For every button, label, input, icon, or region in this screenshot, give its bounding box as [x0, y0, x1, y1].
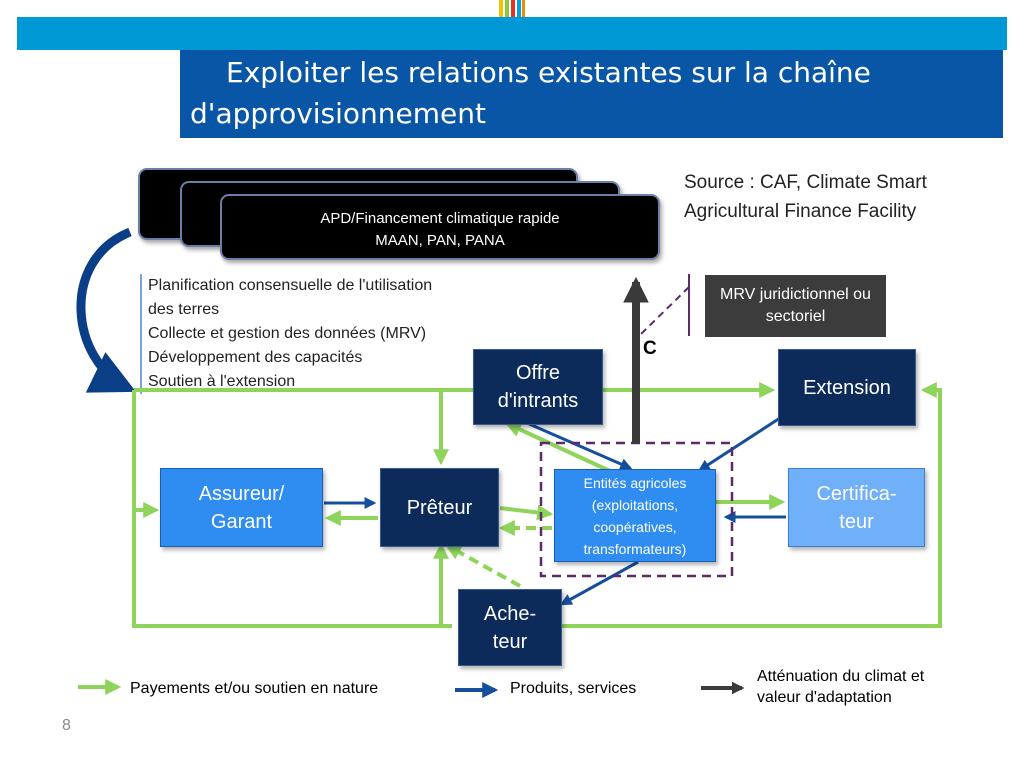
activity-item: Planification consensuelle de l'utilisat…	[148, 277, 433, 294]
green-preteur-to-entites	[499, 504, 554, 521]
node-acheteur: Ache-teur	[458, 589, 562, 666]
green-loop-right	[560, 382, 942, 628]
logo-stripes	[499, 0, 525, 17]
funding-box-text: APD/Financement climatique rapide MAAN, …	[222, 208, 658, 252]
page-title: Exploiter les relations existantes sur l…	[190, 56, 871, 130]
node-entites-label: Entités agricoles (exploitations, coopér…	[583, 474, 687, 557]
node-entites: Entités agricoles (exploitations, coopér…	[554, 469, 716, 562]
legend-mitigation-label: Atténuation du climat et valeur d'adapta…	[757, 668, 925, 706]
node-offre-label: Offre d'intrants	[497, 362, 579, 412]
node-assureur: Assureur/ Garant	[160, 468, 323, 547]
node-offre: Offre d'intrants	[473, 349, 603, 425]
blue-entites-to-acheteur	[559, 560, 639, 606]
activity-item: Collecte et gestion des données (MRV)	[148, 325, 427, 342]
feedback-curve-arrow	[76, 227, 137, 393]
node-assureur-label: Assureur/ Garant	[198, 482, 285, 533]
blue-extension-to-entites	[697, 416, 781, 472]
node-certificateur-label: Certifica-teur	[816, 482, 897, 533]
mrv-bracket-diagonal	[639, 286, 690, 336]
node-extension: Extension	[778, 349, 916, 426]
node-extension-label: Extension	[803, 376, 891, 399]
node-preteur: Prêteur	[380, 468, 499, 547]
green-entites-to-offre	[505, 422, 613, 474]
node-mrv: MRV juridictionnel ou sectoriel	[705, 275, 886, 337]
green-loop-left	[132, 390, 452, 628]
funding-line-2: MAAN, PAN, PANA	[375, 232, 505, 249]
activities-list: Planification consensuelle de l'utilisat…	[140, 274, 528, 394]
node-certificateur: Certifica-teur	[788, 468, 925, 547]
node-acheteur-label: Ache-teur	[483, 602, 537, 653]
legend-payments-label: Payements et/ou soutien en nature	[130, 680, 379, 697]
green-dashed-acheteur-to-preteur	[445, 544, 521, 588]
legend-products-label: Produits, services	[510, 680, 637, 697]
source-note: Source : CAF, Climate Smart Agricultural…	[684, 172, 927, 222]
page-number: 8	[62, 717, 71, 734]
node-mrv-label: MRV juridictionnel ou sectoriel	[720, 286, 871, 325]
activity-item: Soutien à l'extension	[148, 373, 296, 390]
funding-box-front	[220, 194, 660, 260]
header-bar	[17, 17, 1007, 50]
funding-line-1: APD/Financement climatique rapide	[320, 210, 560, 227]
activity-item: des terres	[148, 301, 220, 318]
label-c: C	[643, 338, 657, 359]
activity-item: Développement des capacités	[148, 349, 363, 366]
title-box	[180, 50, 1003, 138]
node-preteur-label: Prêteur	[406, 496, 473, 519]
